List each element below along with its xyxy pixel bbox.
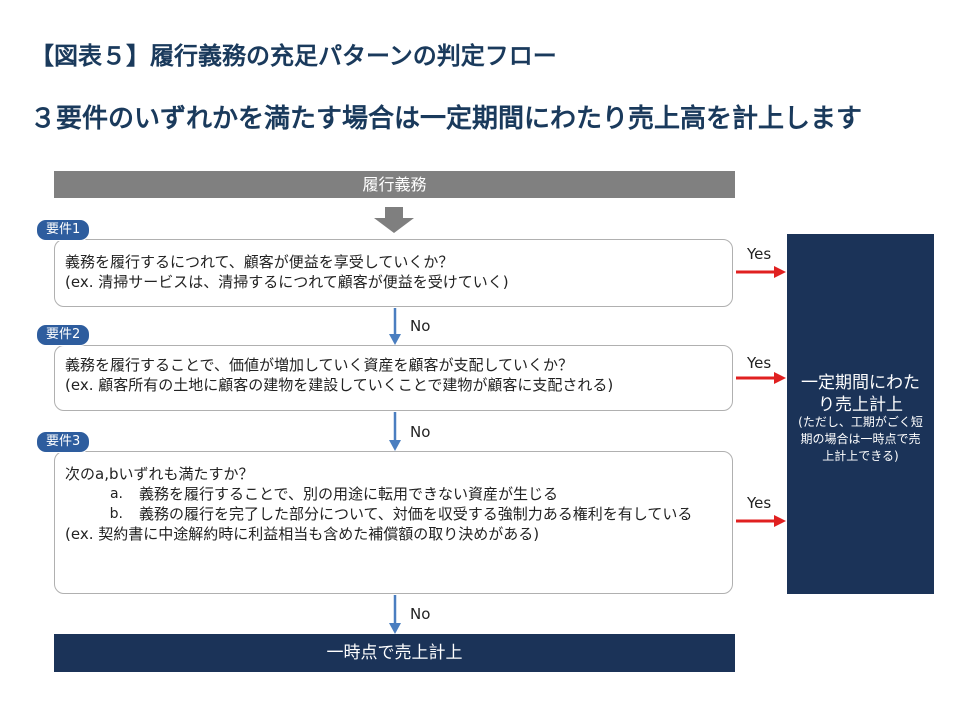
no-arrow-2-icon	[389, 412, 401, 451]
requirement-3-tag: 要件3	[36, 431, 91, 453]
yes-arrow-3-icon	[736, 515, 786, 527]
requirement-1-question: 義務を履行するにつれて、顧客が便益を享受していくか？	[65, 253, 454, 271]
requirement-3-example: (ex. 契約書に中途解約時に利益相当も含めた補償額の取り決めがある)	[65, 525, 540, 543]
page-subtitle: ３要件のいずれかを満たす場合は一定期間にわたり売上高を計上します	[30, 104, 863, 134]
sub-a-label: a.	[109, 486, 123, 502]
requirement-2-example: (ex. 顧客所有の土地に顧客の建物を建設していくことで建物が顧客に支配される)	[65, 376, 614, 394]
start-arrow-icon	[374, 207, 414, 233]
sub-a-text: 義務を履行することで、別の用途に転用できない資産が生じる	[139, 485, 558, 503]
result-over-time-text: 一定期間にわたり売上計上	[801, 373, 920, 415]
requirement-1-tag: 要件1	[36, 219, 91, 241]
no-arrow-1-icon	[389, 308, 401, 345]
requirement-3-question: 次のa,bいずれも満たすか？	[65, 465, 254, 483]
no-label-2: No	[410, 423, 431, 441]
yes-arrow-2-icon	[736, 372, 786, 384]
requirement-2-box: 義務を履行することで、価値が増加していく資産を顧客が支配していくか？ (ex. …	[54, 345, 733, 411]
requirement-3-box: 次のa,bいずれも満たすか？ a. 義務を履行することで、別の用途に転用できない…	[54, 451, 733, 594]
no-arrow-3-icon	[389, 595, 401, 634]
result-point-in-time: 一時点で売上計上	[54, 634, 735, 672]
requirement-2-tag: 要件2	[36, 324, 91, 346]
yes-label-1: Yes	[747, 245, 772, 263]
result-over-time-note: (ただし、工期がごく短期の場合は一時点で売上計上できる)	[798, 415, 923, 463]
yes-label-3: Yes	[747, 494, 772, 512]
result-over-time-box: 一定期間にわたり売上計上 (ただし、工期がごく短期の場合は一時点で売上計上できる…	[787, 234, 934, 594]
page-title: 【図表５】履行義務の充足パターンの判定フロー	[30, 42, 557, 70]
requirement-2-question: 義務を履行することで、価値が増加していく資産を顧客が支配していくか？	[65, 356, 574, 374]
requirement-3-sub-a: a. 義務を履行することで、別の用途に転用できない資産が生じる	[85, 484, 722, 504]
requirement-1-box: 義務を履行するにつれて、顧客が便益を享受していくか？ (ex. 清掃サービスは、…	[54, 239, 733, 307]
yes-arrow-1-icon	[736, 266, 786, 278]
requirement-3-sub-b: b. 義務の履行を完了した部分について、対価を収受する強制力ある権利を有している	[85, 504, 722, 524]
start-node: 履行義務	[54, 171, 735, 198]
no-label-3: No	[410, 605, 431, 623]
no-label-1: No	[410, 317, 431, 335]
sub-b-label: b.	[109, 506, 123, 522]
yes-label-2: Yes	[747, 354, 772, 372]
sub-b-text: 義務の履行を完了した部分について、対価を収受する強制力ある権利を有している	[139, 505, 693, 523]
requirement-1-example: (ex. 清掃サービスは、清掃するにつれて顧客が便益を受けていく)	[65, 273, 509, 291]
